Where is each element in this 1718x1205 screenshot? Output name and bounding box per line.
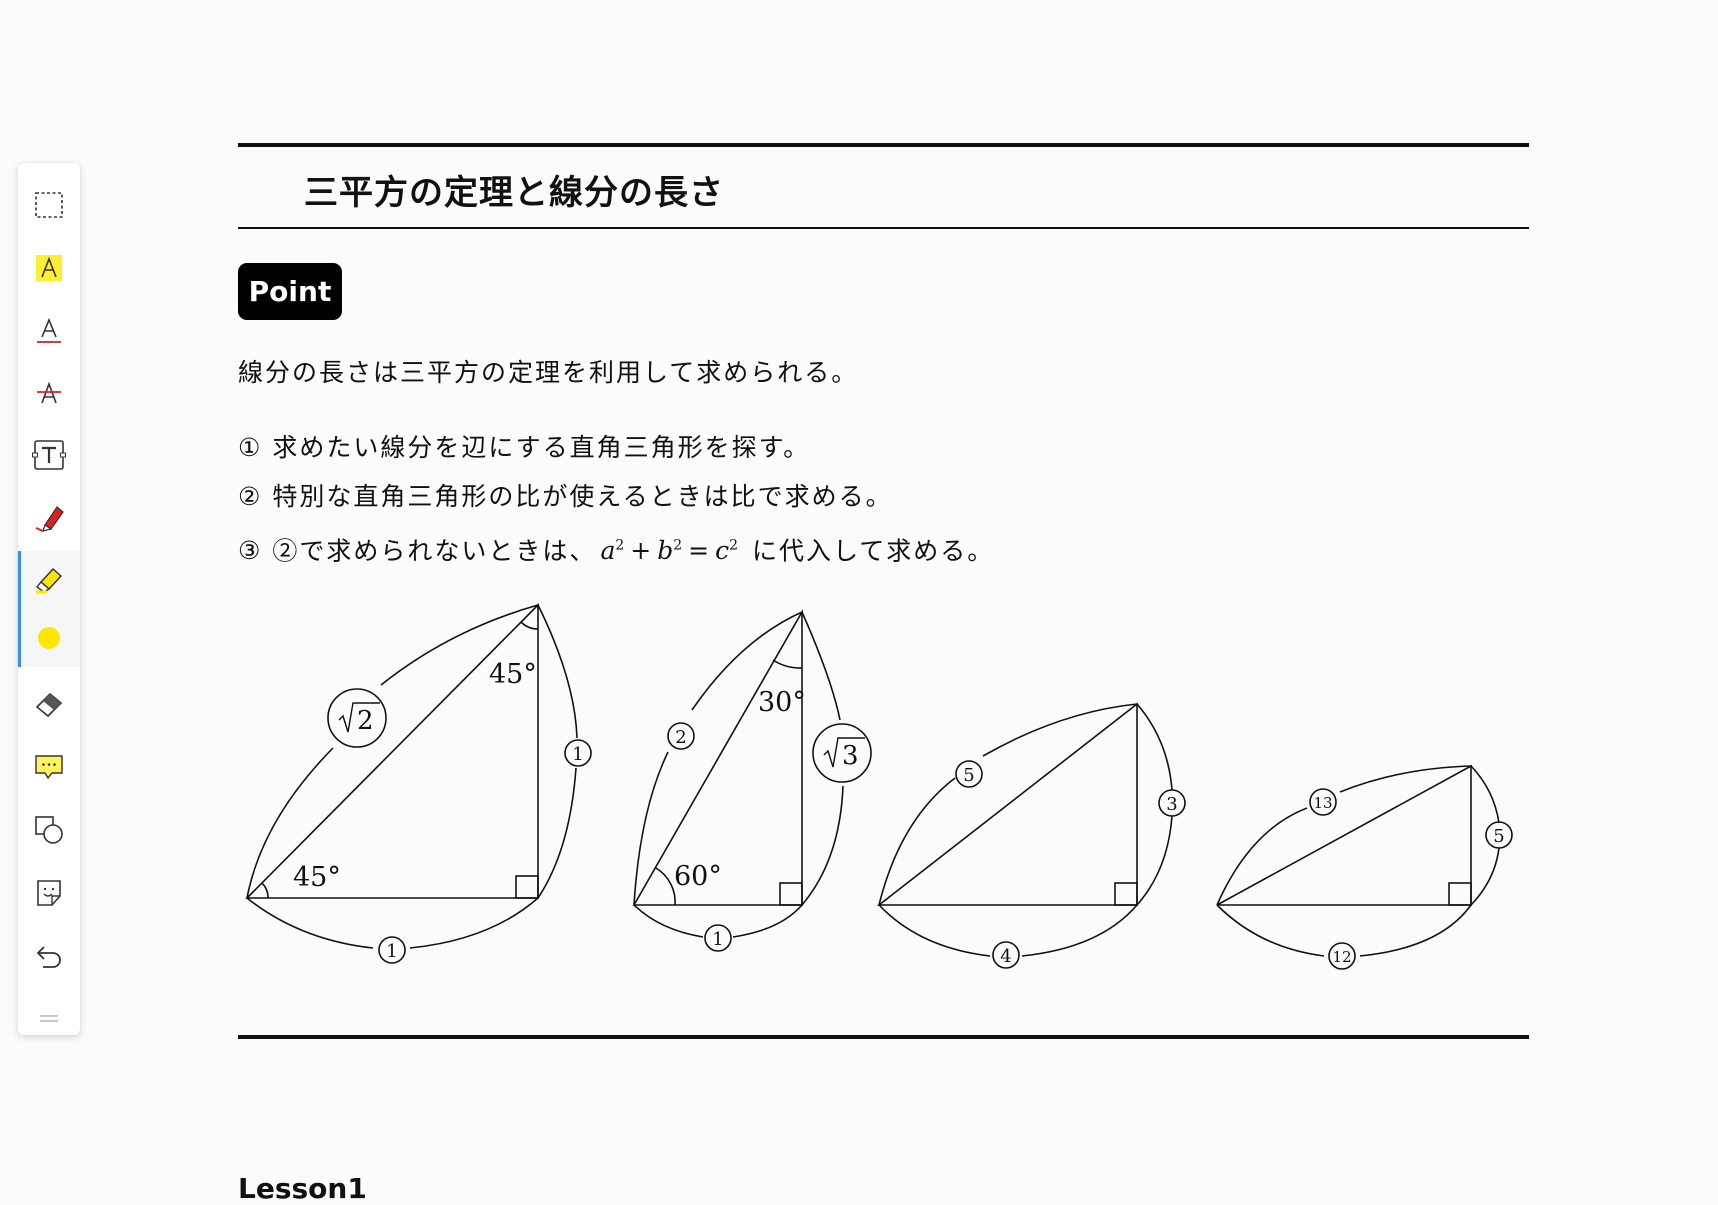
label-one: 1: [712, 929, 723, 950]
underline-text-tool[interactable]: [18, 302, 80, 360]
header-top-rule: [238, 143, 1529, 147]
steps-list: ① 求めたい線分を辺にする直角三角形を探す。 ② 特別な直角三角形の比が使えるときは…: [238, 428, 994, 575]
shapes-icon: [35, 816, 63, 844]
shape-tool[interactable]: [18, 801, 80, 859]
triangle-5-12-13: 13 5 12: [1216, 764, 1513, 970]
sticker-icon: [37, 880, 61, 906]
point-badge: Point: [238, 263, 342, 320]
undo-icon: [36, 946, 61, 968]
triangle-3-4-5: 5 3 4: [876, 702, 1186, 969]
label-root2-digit: 2: [357, 706, 374, 736]
step-item: ① 求めたい線分を辺にする直角三角形を探す。: [238, 428, 994, 477]
pen-tool[interactable]: [18, 488, 80, 546]
highlight-a-icon: [36, 255, 62, 281]
formula-a: a: [600, 536, 616, 566]
label-one: 1: [572, 744, 583, 765]
formula-equals: =: [688, 536, 710, 566]
label-five: 5: [963, 765, 974, 786]
yellow-dot-icon: [38, 627, 60, 649]
formula-c: c: [715, 536, 730, 566]
dashed-rectangle-icon: [35, 192, 63, 218]
label-twelve: 12: [1332, 948, 1351, 966]
label-root3-digit: 3: [842, 741, 859, 771]
step-text: 求めたい線分を辺にする直角三角形を探す。: [272, 433, 811, 462]
step-text: に代入して求める。: [752, 536, 995, 566]
formula-exp: 2: [729, 538, 739, 554]
yellow-highlighter-icon: [35, 568, 63, 594]
formula-plus: +: [630, 536, 652, 566]
sticker-tool[interactable]: [18, 864, 80, 922]
step-text: ②で求められないときは、: [272, 536, 597, 566]
annotation-toolbar-panel: [18, 163, 80, 1035]
triangle-45-45-90: 2 1 1 45° 45°: [245, 603, 592, 964]
formula-exp: 2: [615, 538, 625, 554]
step-number: ①: [238, 433, 263, 462]
undo-button[interactable]: [18, 927, 80, 985]
section-end-rule: [238, 1035, 1529, 1039]
strikethrough-a-icon: [37, 381, 61, 404]
angle-label: 45°: [489, 659, 537, 690]
step-item: ② 特別な直角三角形の比が使えるときは比で求める。: [238, 477, 994, 526]
highlighter-tool[interactable]: [18, 551, 80, 609]
lesson-heading: Lesson1: [238, 1172, 367, 1205]
pythagorean-formula: a2+b2=c2: [600, 536, 738, 565]
color-picker[interactable]: [18, 609, 80, 667]
text-box-tool[interactable]: [18, 426, 80, 484]
triangle-30-60-90: 2 3 1 60° 30°: [632, 608, 872, 952]
comment-bubble-icon: [35, 755, 63, 780]
step-number: ②: [238, 482, 263, 511]
label-five: 5: [1493, 826, 1504, 847]
comment-tool[interactable]: [18, 738, 80, 796]
section-title: 三平方の定理と線分の長さ: [304, 173, 724, 213]
text-box-icon: [32, 440, 66, 470]
formula-exp: 2: [673, 538, 683, 554]
toolbar-drag-handle[interactable]: [40, 1015, 58, 1023]
label-two: 2: [675, 727, 686, 748]
underline-a-icon: [37, 317, 61, 343]
label-four: 4: [1000, 946, 1011, 967]
angle-label: 45°: [293, 862, 341, 893]
eraser-icon: [35, 692, 63, 718]
select-tool[interactable]: [18, 176, 80, 234]
angle-label: 30°: [758, 687, 806, 718]
eraser-tool[interactable]: [18, 675, 80, 733]
formula-b: b: [657, 536, 674, 566]
label-thirteen: 13: [1313, 794, 1332, 812]
intro-text: 線分の長さは三平方の定理を利用して求められる。: [238, 358, 859, 387]
red-pen-icon: [35, 506, 64, 532]
highlight-text-tool[interactable]: [18, 239, 80, 297]
label-three: 3: [1166, 794, 1177, 815]
label-one: 1: [386, 941, 397, 962]
strikethrough-text-tool[interactable]: [18, 364, 80, 422]
header-bottom-rule: [238, 227, 1529, 229]
step-text: 特別な直角三角形の比が使えるときは比で求める。: [272, 482, 893, 511]
angle-label: 60°: [674, 861, 722, 892]
step-number: ③: [238, 536, 263, 566]
